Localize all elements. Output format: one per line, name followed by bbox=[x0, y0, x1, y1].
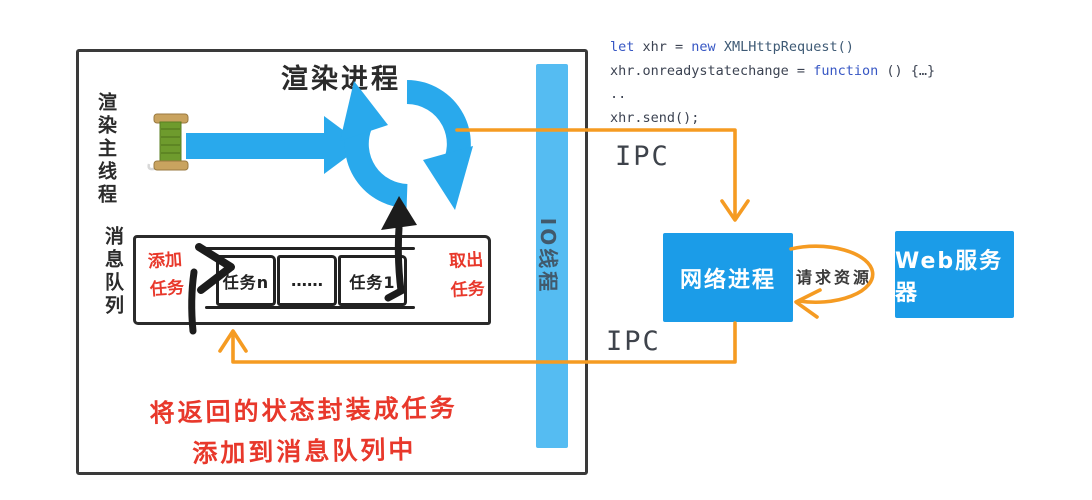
code-snippet: let xhr = new XMLHttpRequest() xhr.onread… bbox=[610, 36, 935, 130]
add-task-line2: 任务 bbox=[149, 277, 185, 301]
ipc-label-send: IPC bbox=[615, 141, 670, 172]
code-line: .. bbox=[610, 86, 627, 102]
render-process-title: 渲染进程 bbox=[281, 64, 401, 95]
caption-line1: 将返回的状态封装成任务 bbox=[149, 393, 458, 428]
take-task-line1: 取出 bbox=[448, 250, 484, 272]
task-item-n: 任务n bbox=[216, 255, 276, 306]
ipc-label-return: IPC bbox=[606, 326, 661, 357]
web-server-label: Web服务器 bbox=[895, 248, 1004, 306]
queue-rail-bottom bbox=[205, 306, 415, 309]
message-queue-label: 消息队列 bbox=[102, 226, 124, 318]
caption-text: 将返回的状态封装成任务 添加到消息队列中 bbox=[117, 387, 490, 475]
io-thread-label: IO线程 bbox=[536, 217, 560, 295]
add-task-label: 添加 任务 bbox=[139, 245, 193, 304]
code-line: xhr.send(); bbox=[610, 109, 700, 126]
network-process-label: 网络进程 bbox=[679, 267, 776, 293]
code-line: let xhr = new XMLHttpRequest() bbox=[610, 39, 854, 55]
io-thread-bar bbox=[536, 64, 568, 448]
code-line: xhr.onreadystatechange = function () {…} bbox=[610, 62, 936, 79]
take-task-label: 取出 任务 bbox=[440, 246, 495, 307]
request-resource-label: 请求资源 bbox=[796, 268, 873, 287]
web-server-box: Web服务器 bbox=[895, 231, 1014, 318]
task-item-ellipsis: …… bbox=[277, 255, 337, 306]
add-task-line1: 添加 bbox=[147, 249, 183, 273]
network-process-box: 网络进程 bbox=[663, 233, 793, 322]
caption-line2: 添加到消息队列中 bbox=[192, 435, 417, 468]
queue-rail-top bbox=[205, 247, 415, 250]
main-thread-label: 渲染主线程 bbox=[95, 92, 117, 207]
task-item-1: 任务1 bbox=[338, 255, 407, 306]
take-task-line2: 任务 bbox=[450, 279, 486, 301]
